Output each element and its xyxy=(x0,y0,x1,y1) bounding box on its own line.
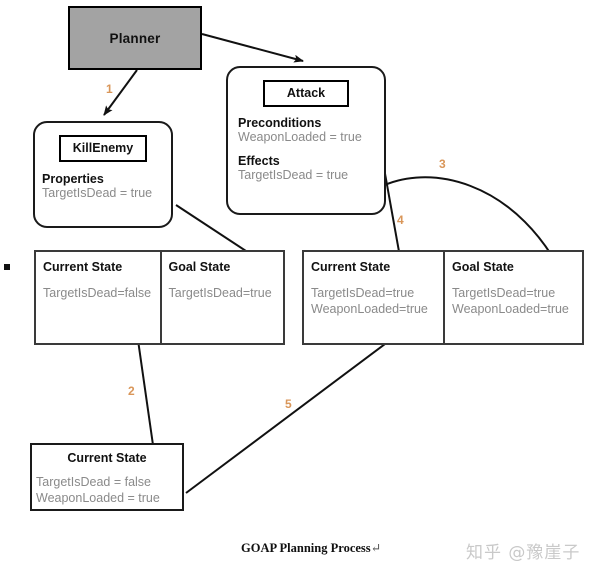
action-body-attack: Preconditions WeaponLoaded = true Effect… xyxy=(228,107,384,182)
arrow-planner-to-attack xyxy=(201,33,304,63)
state-column-header-goal-right: Goal State xyxy=(452,260,514,274)
state-column-current-right: Current State TargetIsDead=true WeaponLo… xyxy=(304,252,443,343)
state-value: WeaponLoaded = true xyxy=(36,491,160,505)
state-table-right: Current State TargetIsDead=true WeaponLo… xyxy=(302,250,584,345)
state-value: TargetIsDead = false xyxy=(36,475,151,489)
planner-title: Planner xyxy=(109,30,161,46)
caption-return-mark: ↵ xyxy=(370,541,382,555)
state-column-header-current-right: Current State xyxy=(311,260,391,274)
step-label-2: 2 xyxy=(128,384,135,398)
planner-node[interactable]: Planner xyxy=(68,6,202,70)
section-line-preconditions-0: WeaponLoaded = true xyxy=(238,130,362,144)
section-line-effects-0: TargetIsDead = true xyxy=(238,168,349,182)
action-title-killenemy: KillEnemy xyxy=(59,135,147,162)
state-value: TargetIsDead=true xyxy=(168,286,272,300)
bottom-current-state-header: Current State xyxy=(67,451,147,465)
step-label-3: 3 xyxy=(439,157,446,171)
watermark: 知乎 @豫崖子 xyxy=(466,543,581,563)
bottom-current-state-box: Current State TargetIsDead = false Weapo… xyxy=(30,443,184,511)
state-table-left: Current State TargetIsDead=false Goal St… xyxy=(34,250,285,345)
caption-text: GOAP Planning Process xyxy=(241,541,371,555)
action-node-killenemy[interactable]: KillEnemy Properties TargetIsDead = true xyxy=(33,121,173,228)
step-label-5: 5 xyxy=(285,397,292,411)
state-column-values-current-left: TargetIsDead=false xyxy=(43,285,160,301)
diagram-caption: GOAP Planning Process↵ xyxy=(241,540,381,556)
state-value: WeaponLoaded=true xyxy=(311,302,428,316)
section-gap xyxy=(238,144,384,154)
state-column-values-goal-left: TargetIsDead=true xyxy=(169,285,284,301)
state-value: TargetIsDead=true xyxy=(311,286,415,300)
section-heading-effects: Effects xyxy=(238,154,280,168)
action-node-attack[interactable]: Attack Preconditions WeaponLoaded = true… xyxy=(226,66,386,215)
left-edge-marker xyxy=(4,264,10,270)
state-value: TargetIsDead=false xyxy=(43,286,152,300)
step-label-1: 1 xyxy=(106,82,113,96)
step-label-4: 4 xyxy=(397,213,404,227)
section-heading-preconditions: Preconditions xyxy=(238,116,322,130)
state-value: WeaponLoaded=true xyxy=(452,302,569,316)
section-heading-properties: Properties xyxy=(42,172,104,186)
state-column-goal-right: Goal State TargetIsDead=true WeaponLoade… xyxy=(443,252,582,343)
state-column-current-left: Current State TargetIsDead=false xyxy=(36,252,160,343)
state-column-header-current-left: Current State xyxy=(43,260,123,274)
bottom-current-state-values: TargetIsDead = false WeaponLoaded = true xyxy=(32,474,182,506)
state-column-header-goal-left: Goal State xyxy=(168,260,231,274)
state-column-goal-left: Goal State TargetIsDead=true xyxy=(159,252,284,343)
state-column-values-goal-right: TargetIsDead=true WeaponLoaded=true xyxy=(452,285,582,317)
arrow-bottom-to-right-current xyxy=(185,322,414,494)
section-line-properties-0: TargetIsDead = true xyxy=(42,186,153,200)
action-body-killenemy: Properties TargetIsDead = true xyxy=(35,162,171,200)
state-column-values-current-right: TargetIsDead=true WeaponLoaded=true xyxy=(311,285,443,317)
action-title-attack: Attack xyxy=(263,80,349,107)
state-value: TargetIsDead=true xyxy=(452,286,556,300)
